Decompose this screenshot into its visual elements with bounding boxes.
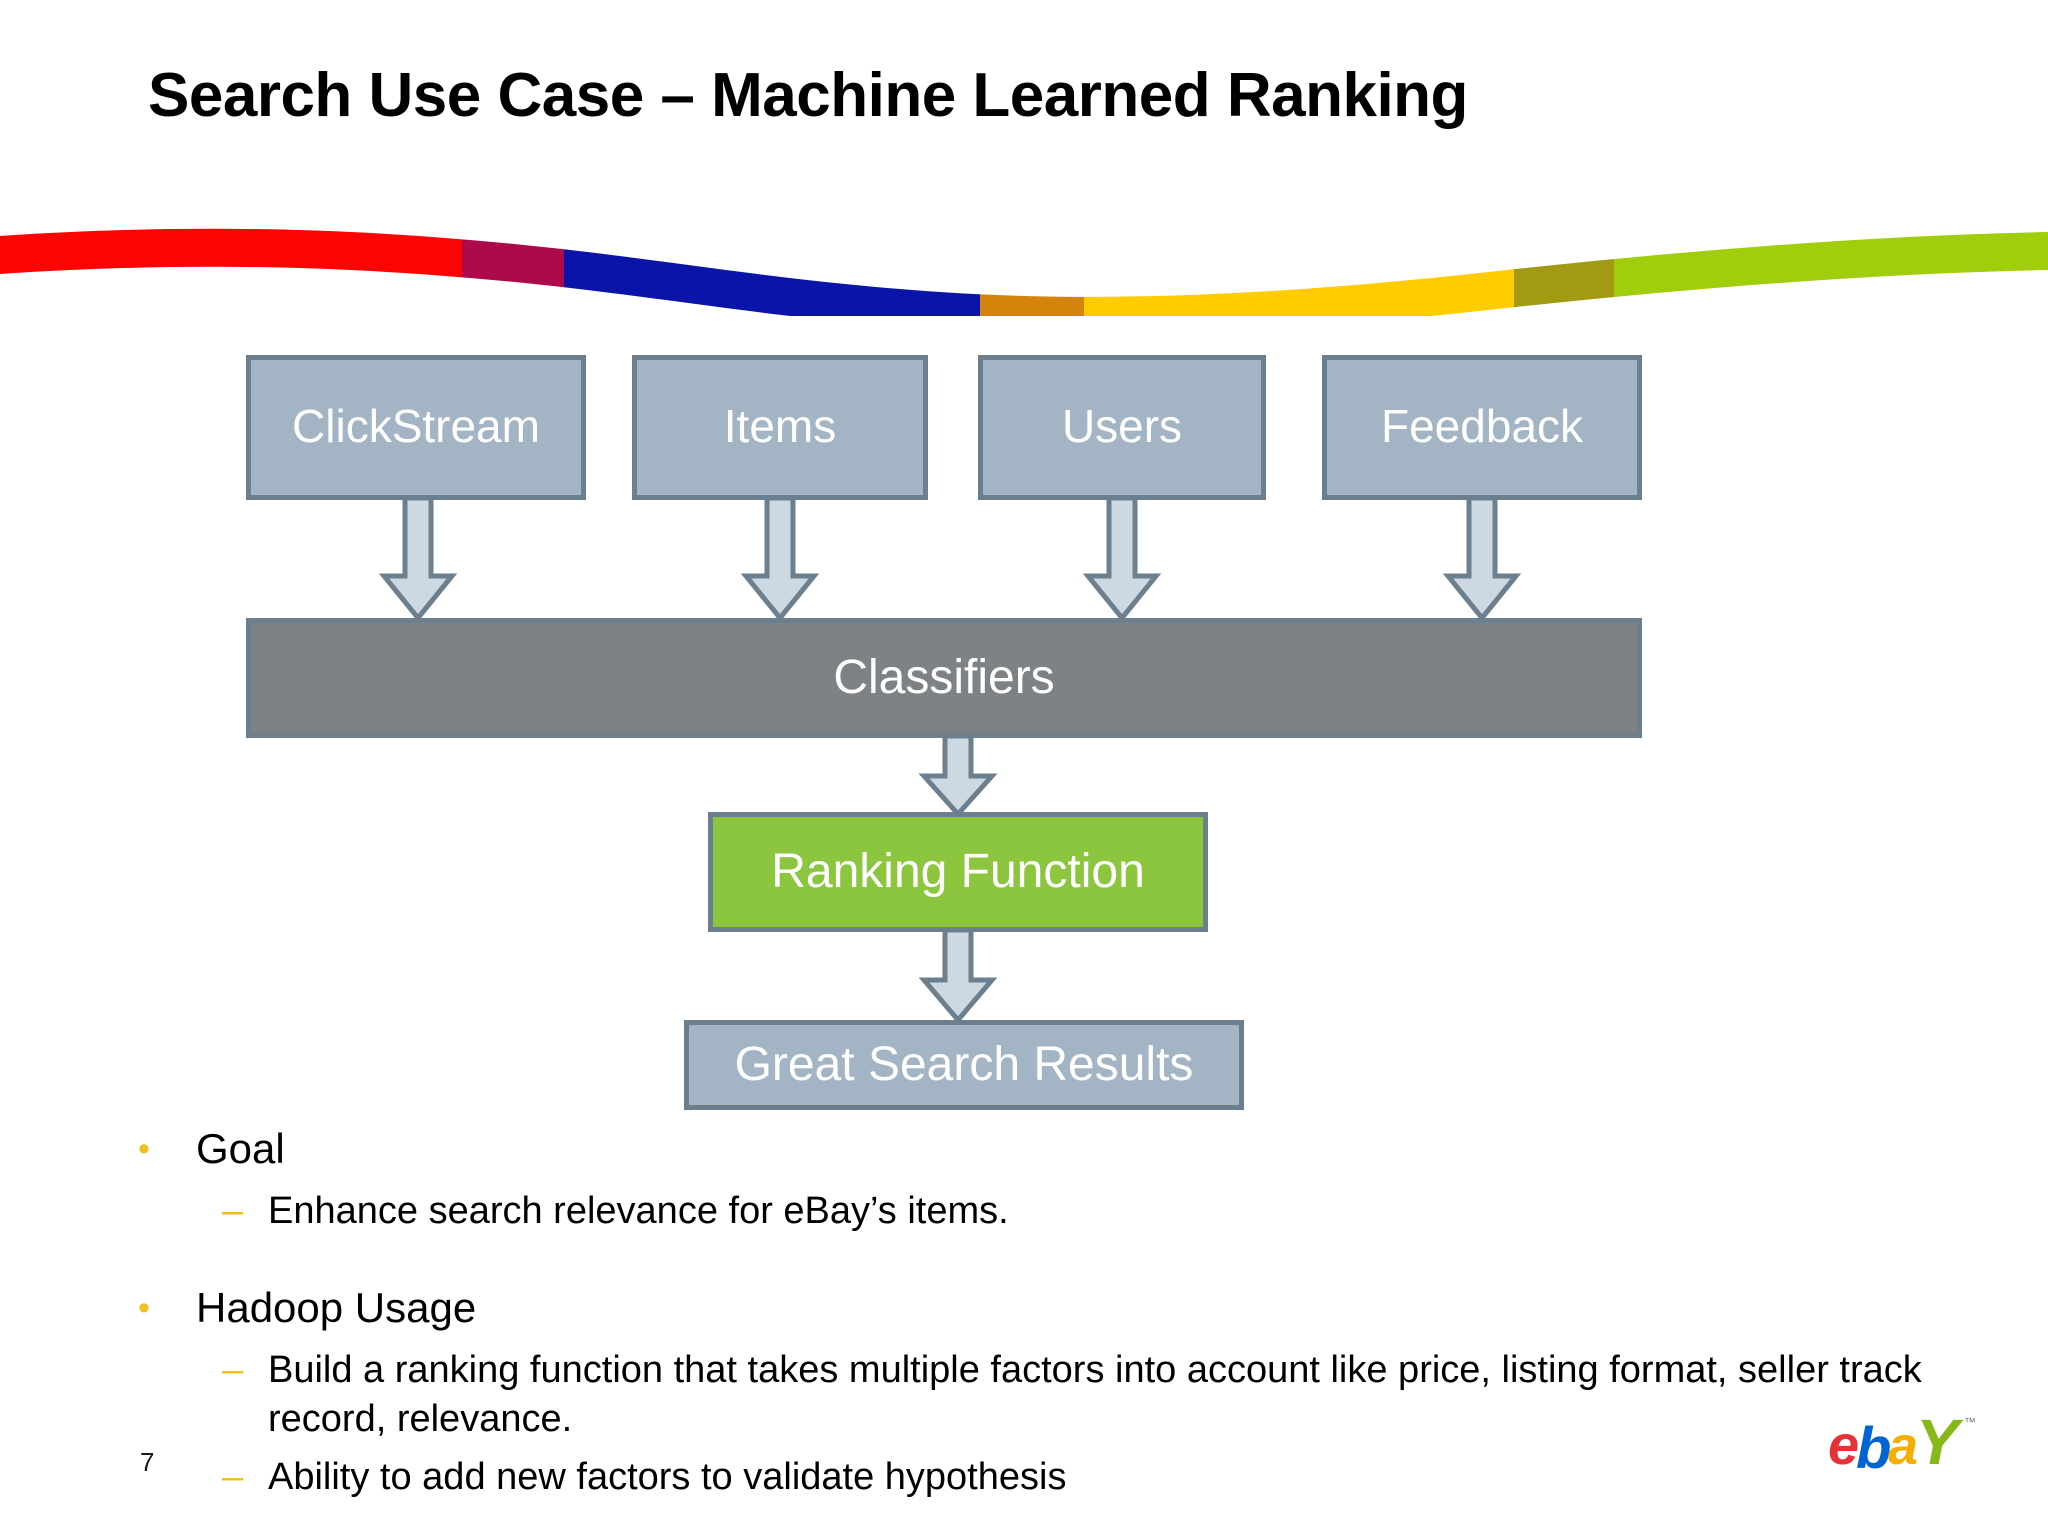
bullet-marker-dash-icon: – <box>222 1349 244 1392</box>
wave-segment-red <box>0 228 462 316</box>
wave-segment-blue <box>564 228 980 316</box>
arrow-clickstream-to-classifiers <box>378 498 458 622</box>
bullet-hadoop-item-1-text: Ability to add new factors to validate h… <box>268 1456 1067 1499</box>
bullet-hadoop-usage-label: Hadoop Usage <box>196 1283 477 1331</box>
ebay-logo-trademark: ™ <box>1964 1415 1976 1429</box>
ebay-logo-letter-a: a <box>1888 1416 1918 1476</box>
node-users-label: Users <box>1061 399 1183 452</box>
bullet-goal: • Goal <box>0 1125 2048 1173</box>
bullet-goal-item-0: – Enhance search relevance for eBay’s it… <box>0 1187 2048 1236</box>
wave-segment-olive <box>1514 228 1614 316</box>
wave-segment-orange <box>980 228 1084 316</box>
node-clickstream[interactable]: ClickStream <box>246 355 586 500</box>
bullet-hadoop-item-0: – Build a ranking function that takes mu… <box>0 1346 2048 1443</box>
node-feedback[interactable]: Feedback <box>1322 355 1642 500</box>
bullet-marker-dot-icon: • <box>138 1130 150 1168</box>
bullet-list: • Goal – Enhance search relevance for eB… <box>0 1125 2048 1512</box>
bullet-hadoop-item-1: – Ability to add new factors to validate… <box>0 1453 2048 1502</box>
wave-segment-green <box>1614 228 2048 316</box>
wave-segments <box>0 228 2048 316</box>
node-classifiers[interactable]: Classifiers <box>246 618 1642 738</box>
node-clickstream-label: ClickStream <box>292 399 540 452</box>
arrow-items-to-classifiers <box>740 498 820 622</box>
node-users[interactable]: Users <box>978 355 1266 500</box>
bullet-hadoop-usage: • Hadoop Usage <box>0 1284 2048 1332</box>
wave-segment-crimson <box>462 228 564 316</box>
node-great-search-results[interactable]: Great Search Results <box>684 1020 1244 1110</box>
bullet-hadoop-item-0-text: Build a ranking function that takes mult… <box>268 1349 1922 1440</box>
node-ranking-function[interactable]: Ranking Function <box>708 812 1208 932</box>
bullet-goal-label: Goal <box>196 1125 285 1172</box>
node-items-label: Items <box>723 399 837 452</box>
bullet-goal-item-0-text: Enhance search relevance for eBay’s item… <box>268 1190 1009 1233</box>
bullet-marker-dash-icon: – <box>222 1456 244 1499</box>
ebay-logo: e b a Y ™ <box>1828 1406 1976 1481</box>
ebay-logo-letter-e: e <box>1828 1413 1859 1476</box>
node-great-search-results-label: Great Search Results <box>734 1038 1194 1091</box>
node-items[interactable]: Items <box>632 355 928 500</box>
arrow-users-to-classifiers <box>1082 498 1162 622</box>
arrow-classifiers-to-ranking <box>918 736 998 818</box>
brand-wave-divider <box>0 228 2048 316</box>
ebay-logo-letter-y: Y <box>1916 1406 1964 1478</box>
node-ranking-function-label: Ranking Function <box>771 845 1145 898</box>
arrow-ranking-to-results <box>918 930 998 1024</box>
page-title: Search Use Case – Machine Learned Rankin… <box>148 61 1468 130</box>
arrow-feedback-to-classifiers <box>1442 498 1522 622</box>
page-number: 7 <box>140 1447 155 1477</box>
bullet-marker-dot-icon: • <box>138 1288 150 1327</box>
wave-segment-yellow <box>1084 228 1514 316</box>
node-classifiers-label: Classifiers <box>833 651 1055 704</box>
ebay-logo-letter-b: b <box>1856 1416 1891 1481</box>
bullet-marker-dash-icon: – <box>222 1190 244 1233</box>
bullet-group-spacer <box>0 1246 2048 1284</box>
node-feedback-label: Feedback <box>1380 399 1583 452</box>
